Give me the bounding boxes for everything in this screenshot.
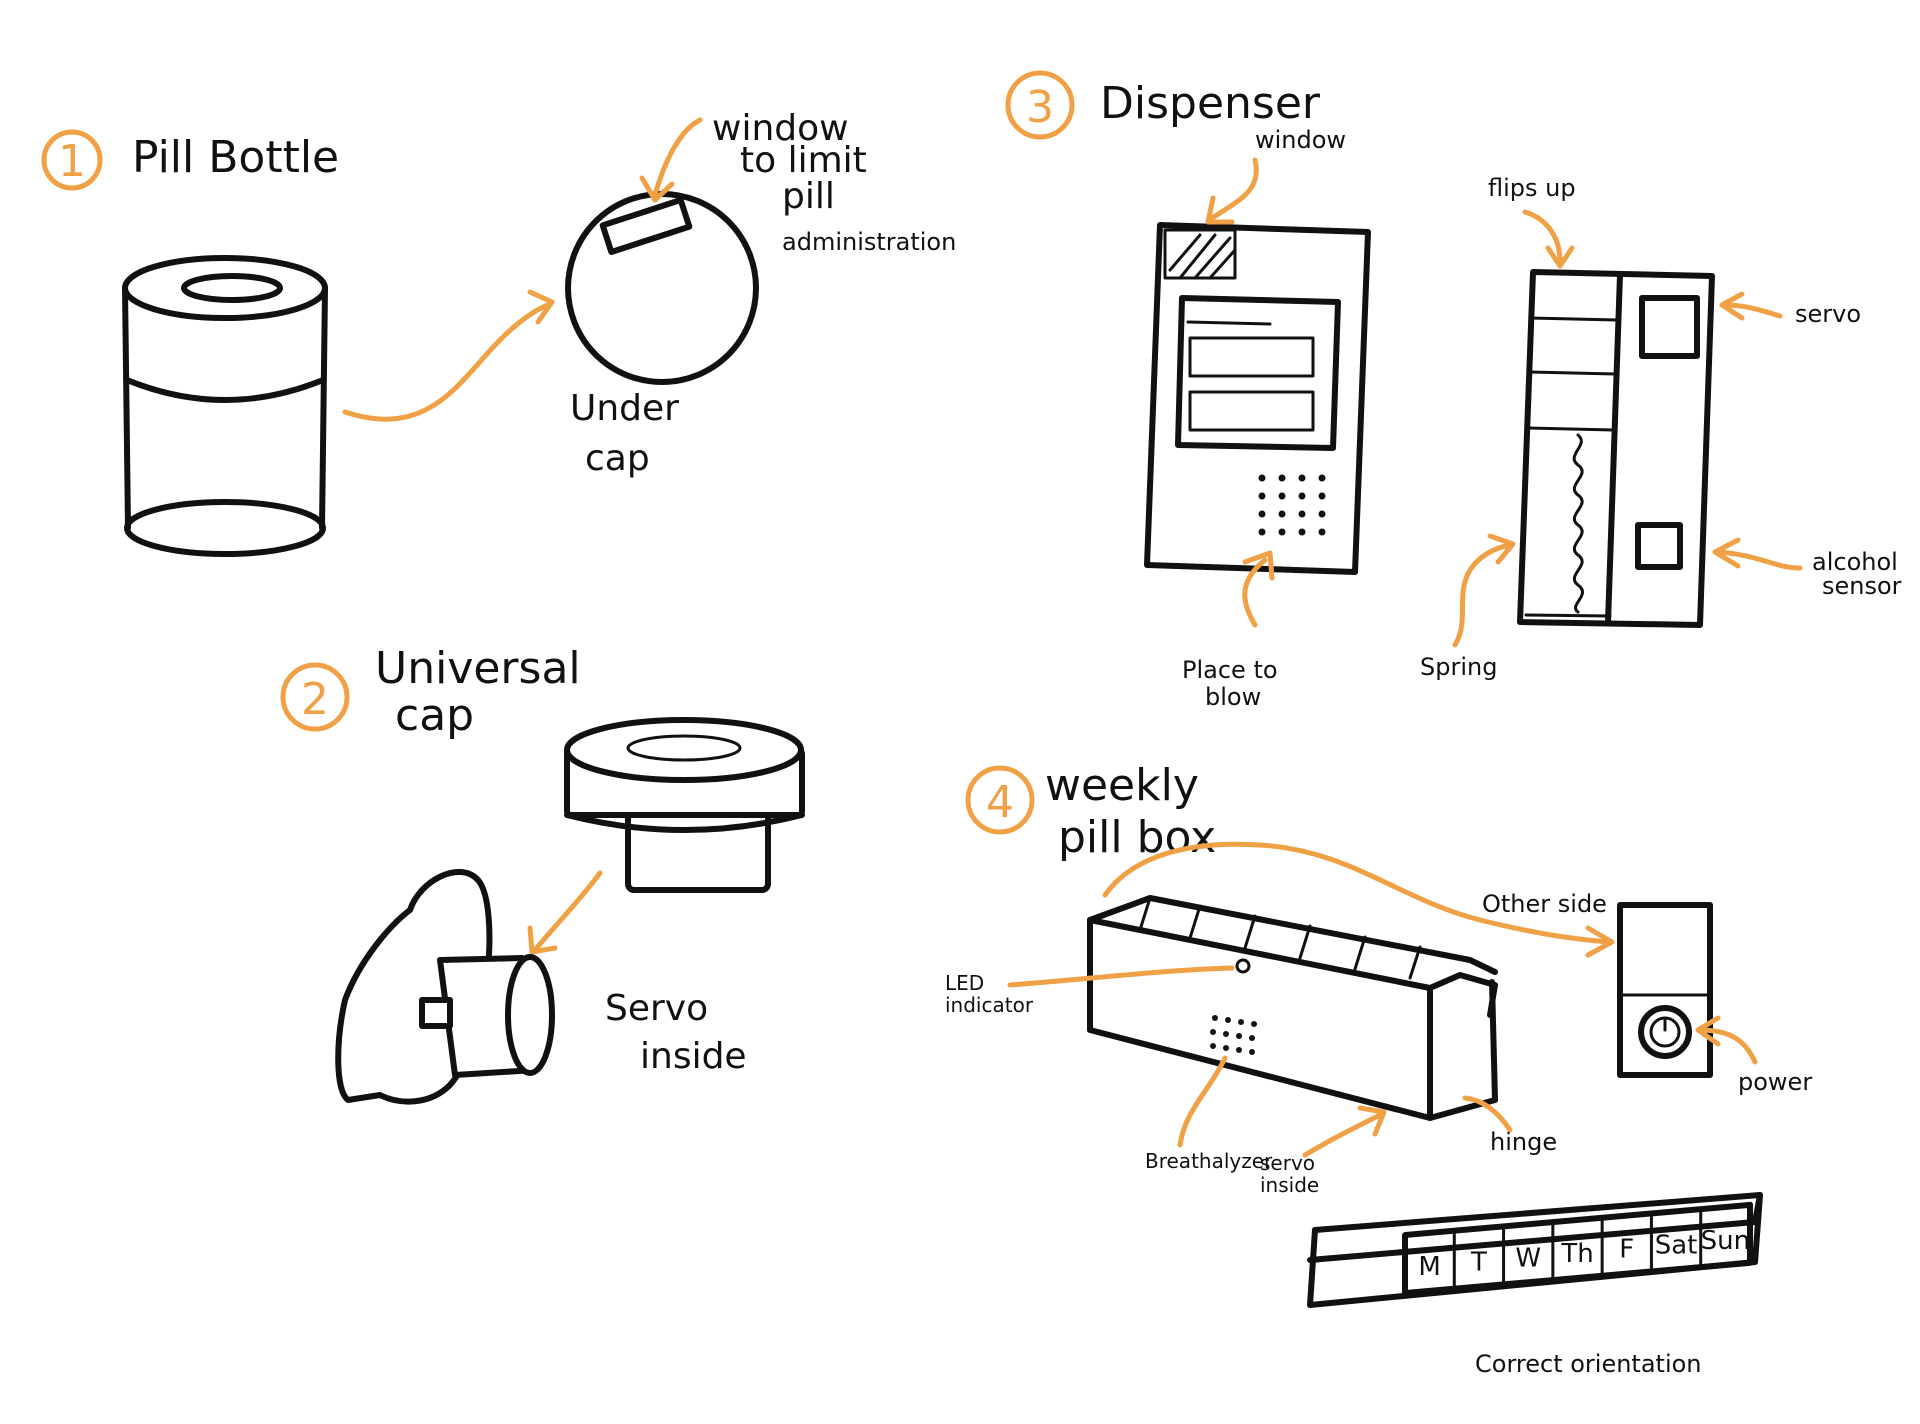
label-to-limit: to limit: [740, 140, 867, 181]
arrow-flips-up: [1522, 209, 1563, 265]
arrow-alcohol-sensor: [1715, 549, 1803, 571]
section-title-line1: Universal: [375, 643, 581, 694]
section-title: Dispenser: [1100, 78, 1321, 129]
label-flips-up: flips up: [1488, 174, 1576, 202]
weekday-label: Sun: [1701, 1226, 1750, 1256]
section-title-line1: weekly: [1045, 760, 1199, 811]
label-blow: blow: [1205, 683, 1261, 711]
label-indicator: indicator: [945, 993, 1034, 1017]
section-number: 2: [301, 674, 329, 725]
label-pill: pill: [782, 176, 835, 217]
section-title: Pill Bottle: [132, 132, 339, 183]
section-number: 3: [1026, 82, 1054, 133]
under-cap-drawing: [565, 191, 759, 385]
label-spring: Spring: [1420, 653, 1497, 681]
section-number: 1: [58, 136, 86, 187]
arrow-spring: [1452, 542, 1513, 648]
weekday-label: T: [1470, 1248, 1487, 1278]
universal-cap-side-drawing: [335, 868, 555, 1105]
pill-box-other-side-drawing: [1617, 902, 1713, 1078]
label-cap: cap: [585, 438, 650, 479]
weekday-label: M: [1418, 1252, 1440, 1282]
section-weekly-pill-box: 4 weekly pill box Other side LED: [945, 760, 1812, 1378]
dispenser-front-drawing: [1144, 222, 1371, 575]
weekday-label: Th: [1560, 1239, 1593, 1269]
arrow-servo: [1722, 302, 1783, 319]
section-number: 4: [986, 777, 1014, 828]
arrow-window: [652, 117, 703, 198]
pill-bottle-drawing: [122, 255, 328, 557]
label-correct-orientation: Correct orientation: [1475, 1350, 1702, 1378]
weekday-label: Sat: [1655, 1230, 1698, 1260]
label-place-to: Place to: [1182, 656, 1278, 684]
arrow-led: [1007, 965, 1235, 988]
section-number-badge: [280, 662, 350, 732]
arrow-place-to-blow: [1242, 557, 1268, 628]
blow-holes-grid: [1258, 474, 1326, 536]
label-sensor: sensor: [1822, 572, 1902, 600]
section-number-badge: [965, 765, 1035, 835]
arrow-power: [1697, 1027, 1758, 1065]
label-inside: inside: [640, 1036, 747, 1077]
label-breathalyzer: Breathalyzer: [1145, 1149, 1273, 1173]
universal-cap-top-drawing: [564, 717, 805, 893]
arrow-dispenser-window: [1209, 157, 1259, 221]
section-number-badge: [41, 129, 103, 191]
arrow-other-side: [1102, 841, 1613, 945]
weekday-label: F: [1619, 1235, 1634, 1265]
label-led: LED: [945, 971, 984, 995]
section-universal-cap: 2 Universal cap Servo inside: [280, 643, 805, 1105]
arrow-cap-rotate: [532, 870, 603, 953]
label-servo: servo: [1795, 300, 1861, 328]
label-inside-box: inside: [1260, 1173, 1319, 1197]
label-window: window: [712, 108, 849, 149]
label-under: Under: [570, 388, 679, 429]
section-pill-bottle: 1 Pill Bottle window to limit pill admin…: [41, 108, 956, 557]
label-power: power: [1738, 1068, 1812, 1096]
label-other-side: Other side: [1482, 890, 1607, 918]
section-dispenser: 3 Dispenser window Place to: [1005, 70, 1902, 711]
label-administration: administration: [782, 228, 956, 256]
arrow-to-cap: [342, 302, 551, 422]
weekday-label: W: [1515, 1243, 1541, 1273]
label-servo: Servo: [605, 988, 708, 1029]
pill-box-drawing: [1087, 895, 1498, 1121]
arrow-servo-inside: [1302, 1112, 1383, 1158]
section-title-line2: pill box: [1058, 812, 1216, 863]
label-hinge: hinge: [1490, 1128, 1557, 1156]
dispenser-side-drawing: [1517, 269, 1715, 628]
section-title-line2: cap: [395, 690, 474, 741]
label-alcohol: alcohol: [1812, 548, 1898, 576]
arrow-breathalyzer: [1177, 1055, 1228, 1148]
arrow-hinge: [1462, 1095, 1513, 1133]
breathalyzer-holes: [1210, 1015, 1257, 1055]
section-number-badge: [1005, 70, 1075, 140]
label-dispenser-window: window: [1255, 126, 1346, 154]
